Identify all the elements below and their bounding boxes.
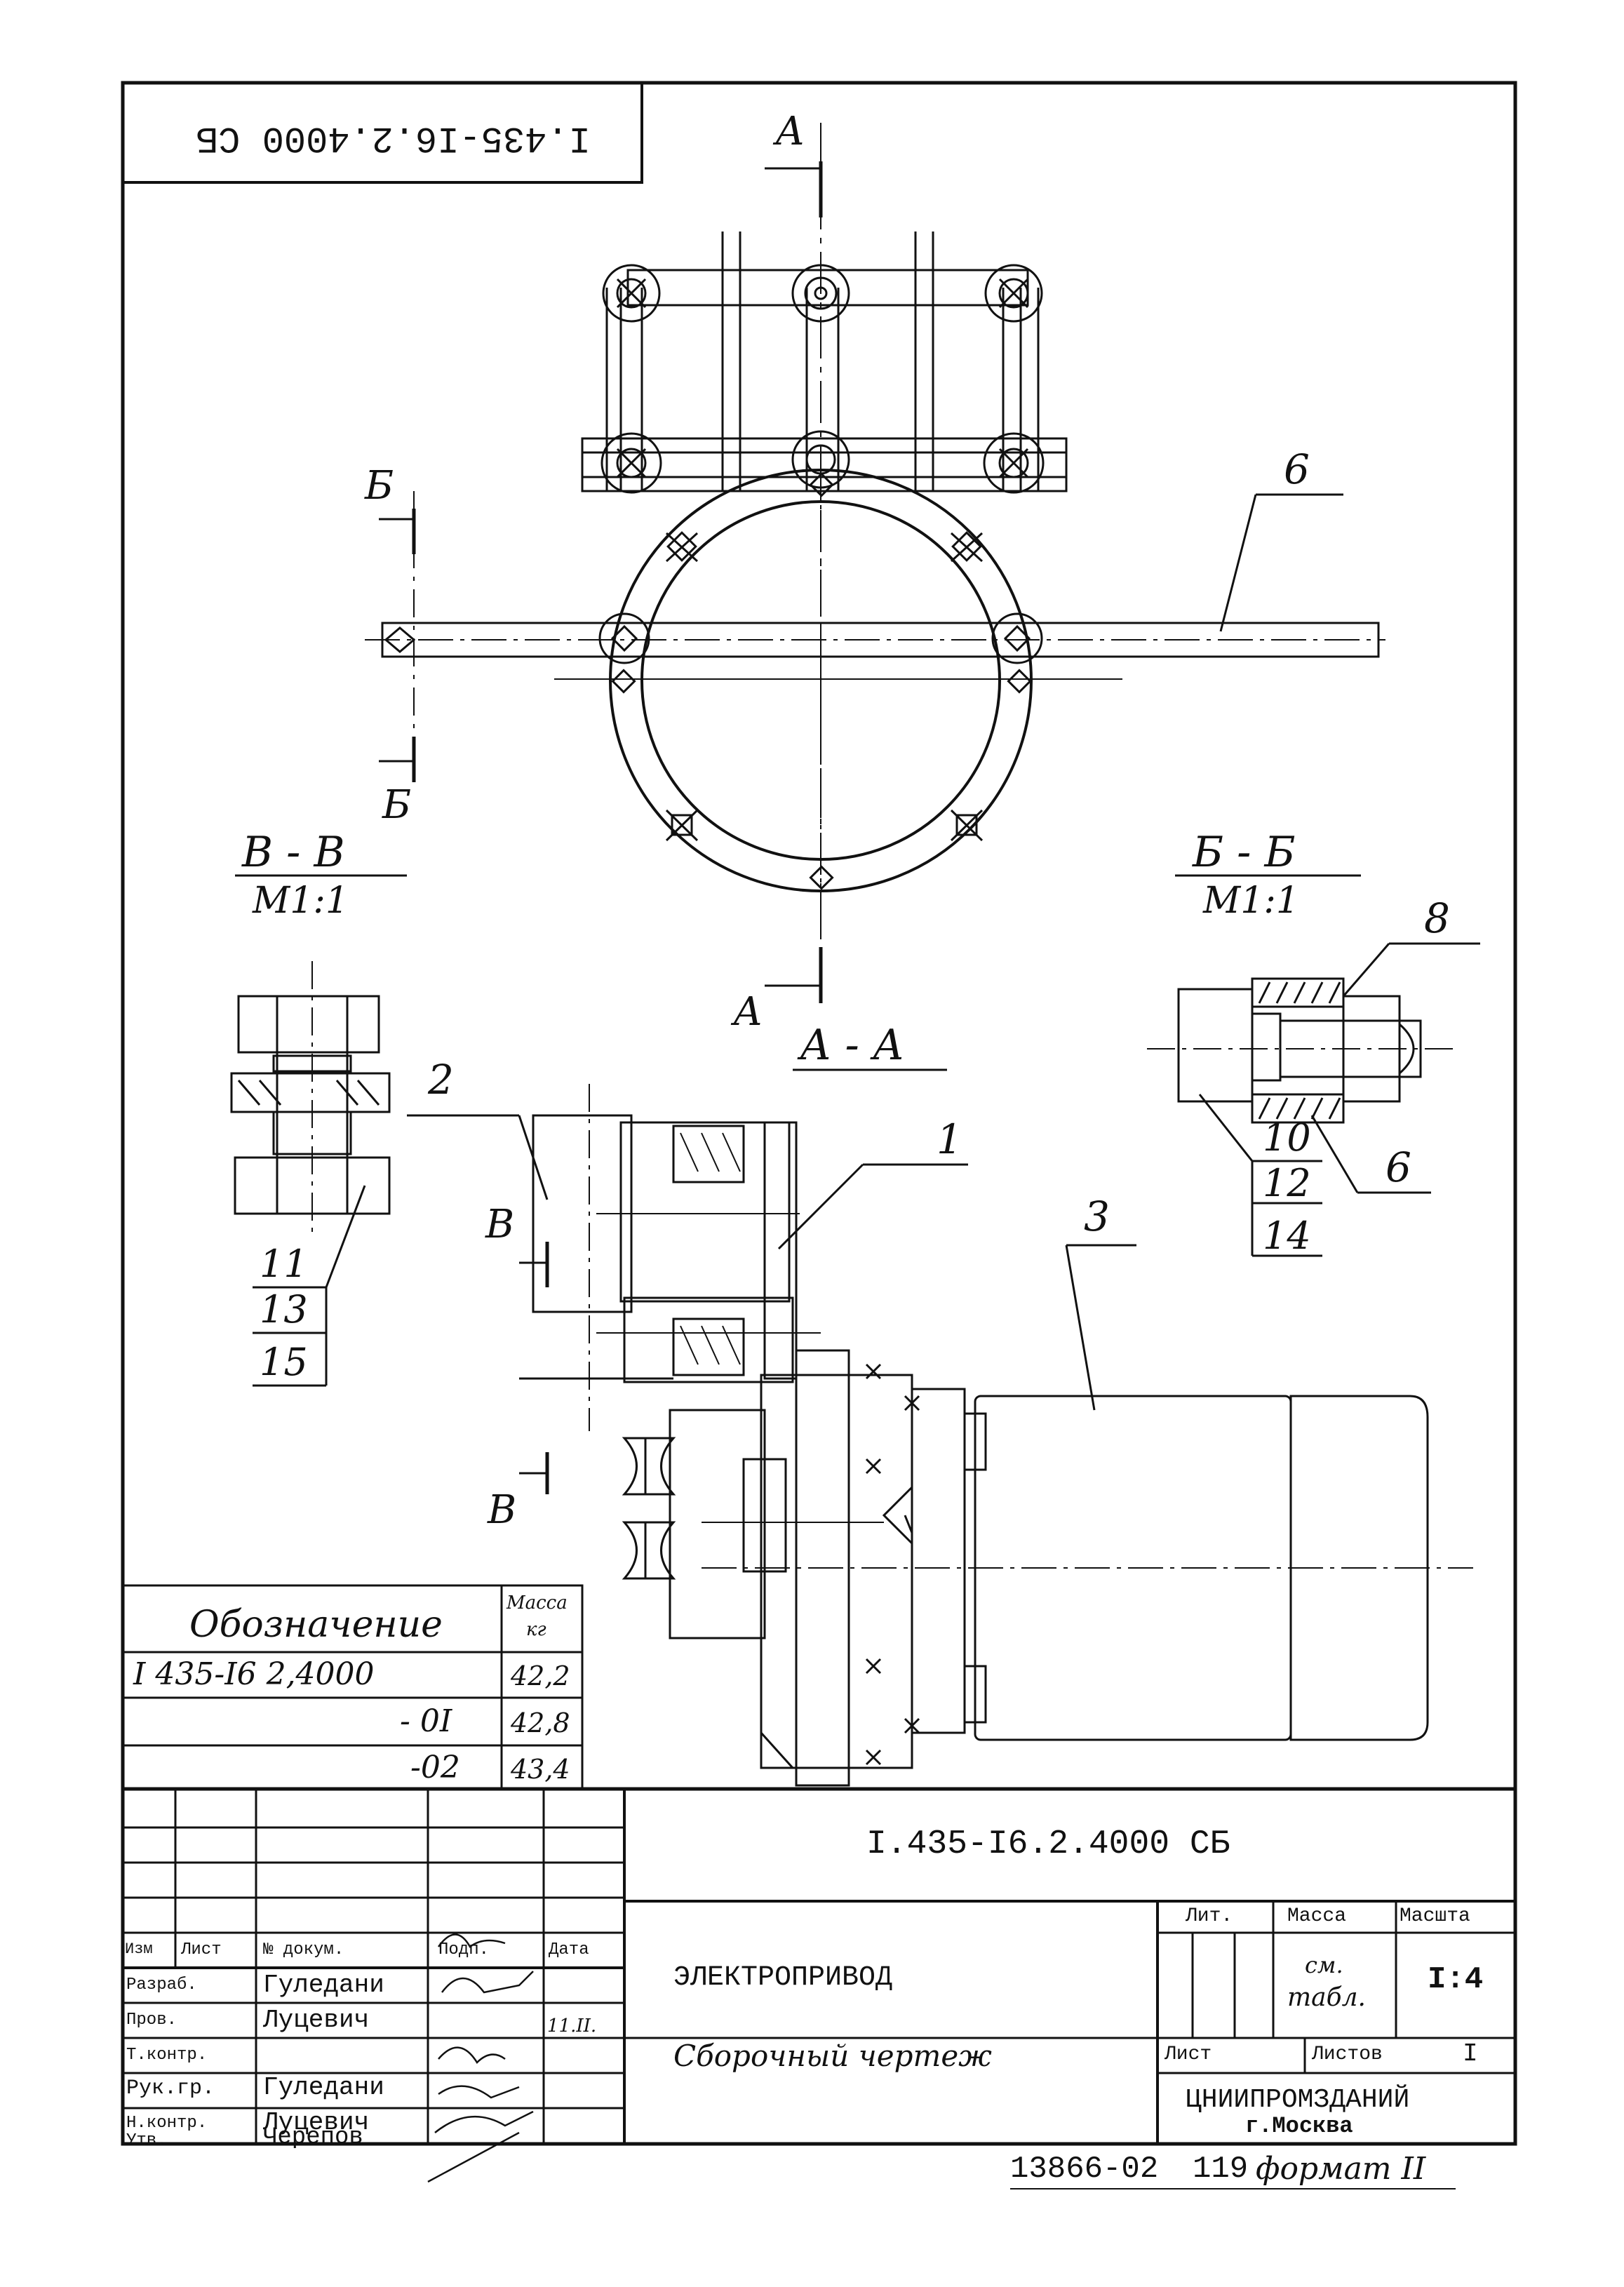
approval-date: 11.II. (547, 2016, 597, 2037)
callout-6-top: 6 (1284, 445, 1310, 493)
section-a-top-label: А (775, 109, 805, 154)
col-list: Лист (181, 1940, 222, 1959)
callout-13: 13 (260, 1287, 308, 1332)
variant-row-1-name: - 0I (400, 1703, 452, 1739)
section-aa (407, 1068, 1473, 1787)
title-product-name: ЭЛЕКТРОПРИВОД (673, 1962, 893, 1994)
col-doc: № докум. (263, 1940, 344, 1959)
col-izm: Изм (125, 1940, 153, 1958)
mass-label: Масса (1287, 1905, 1347, 1927)
mass-value-line2: табл. (1287, 1983, 1366, 2012)
callout-12: 12 (1263, 1161, 1311, 1205)
role-1-label: Пров. (126, 2011, 177, 2030)
callout-15: 15 (260, 1340, 308, 1384)
detail-vv (230, 874, 407, 1387)
section-b-bottom-label: Б (382, 782, 412, 828)
role-5-name: Черепов (263, 2124, 363, 2151)
scale-value: I:4 (1428, 1962, 1484, 1997)
variant-row-0-name: I 435-I6 2,4000 (133, 1656, 375, 1692)
role-1-name: Луцевич (263, 2006, 370, 2034)
callout-10: 10 (1263, 1115, 1311, 1160)
top-stamp-box (121, 81, 643, 184)
col-sign: Подп. (438, 1940, 490, 1959)
role-3-name: Гуледани (263, 2073, 384, 2102)
role-3-label: Рук.гр. (126, 2077, 215, 2100)
variant-row-2-name: -02 (410, 1750, 460, 1785)
variants-header-mass-unit: кг (526, 1619, 546, 1640)
view-bb-title: Б - Б (1193, 828, 1296, 877)
callout-8: 8 (1424, 894, 1450, 942)
callout-1: 1 (937, 1115, 962, 1163)
role-0-name: Гуледани (263, 1971, 384, 1999)
org-name: ЦНИИПРОМЗДАНИЙ (1186, 2085, 1410, 2115)
variant-row-0-mass: 42,2 (511, 1661, 570, 1691)
callout-6-detail: 6 (1385, 1144, 1411, 1191)
view-bb-scale: М1:1 (1203, 880, 1299, 922)
section-v-bottom-label: В (488, 1487, 517, 1533)
title-block-lines (121, 1787, 1517, 2146)
sheets-value: I (1463, 2039, 1478, 2068)
section-b-top-label: Б (365, 463, 394, 509)
callout-14: 14 (1263, 1214, 1311, 1258)
role-4-name: Луцевич (263, 2108, 370, 2137)
col-date: Дата (549, 1940, 589, 1959)
signature-scribbles (427, 1933, 534, 2183)
view-aa-title: А - А (800, 1021, 905, 1070)
sheet-label: Лист (1165, 2044, 1212, 2065)
format-label: формат II (1256, 2151, 1426, 2187)
top-stamp-number: I.435-I6.2.4000 СБ (196, 117, 591, 159)
section-v-top-label: В (485, 1202, 515, 1247)
lit-label: Лит. (1186, 1905, 1233, 1927)
sheets-label: Листов (1312, 2044, 1383, 2065)
callout-2: 2 (428, 1056, 454, 1104)
view-vv-scale: М1:1 (253, 880, 349, 922)
view-vv-title: В - В (242, 828, 345, 877)
plan-view (365, 123, 1385, 1003)
variants-header-name: Обозначение (189, 1604, 443, 1646)
org-city: г.Москва (1245, 2113, 1353, 2139)
callout-3: 3 (1084, 1193, 1110, 1240)
archive-number: 13866-02 (1010, 2152, 1159, 2187)
role-5-label: Утв. (126, 2131, 167, 2150)
variants-header-mass: Масса (506, 1592, 568, 1614)
detail-bb (1147, 874, 1480, 1257)
scale-label: Масшта (1400, 1905, 1470, 1927)
sheet-frame (121, 81, 1517, 2146)
role-0-label: Разраб. (126, 1976, 197, 1994)
role-2-label: Т.контр. (126, 2046, 208, 2065)
section-a-bottom-label: А (733, 989, 763, 1035)
variant-row-1-mass: 42,8 (511, 1708, 570, 1738)
title-doc-number: I.435-I6.2.4000 СБ (866, 1825, 1230, 1863)
callout-11: 11 (260, 1242, 308, 1286)
variant-row-2-mass: 43,4 (511, 1754, 570, 1785)
mass-value-line1: см. (1305, 1952, 1343, 1978)
title-doc-type: Сборочный чертеж (673, 2039, 992, 2073)
role-4-label: Н.контр. (126, 2114, 208, 2133)
page-number: 119 (1193, 2152, 1249, 2187)
